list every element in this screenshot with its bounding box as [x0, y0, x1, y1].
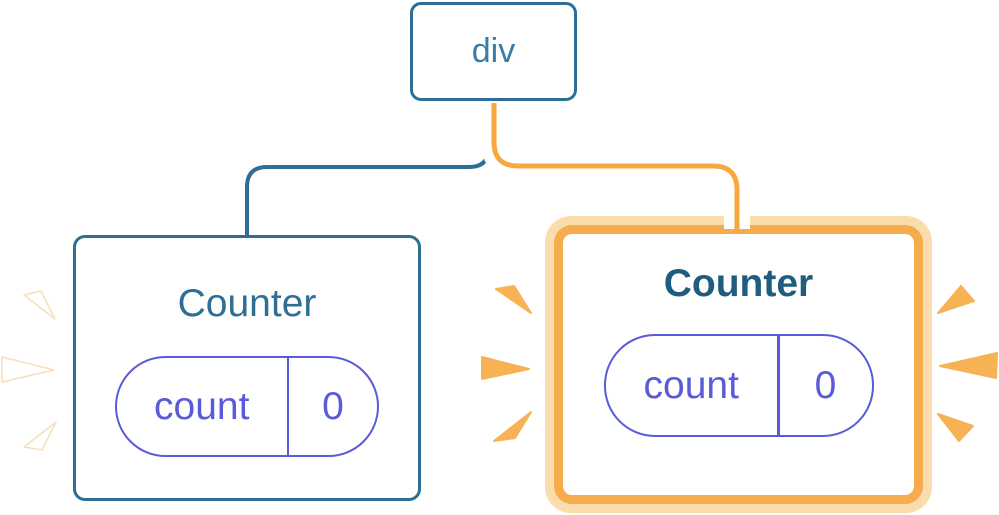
burst-icon	[23, 290, 56, 320]
root-node: div	[410, 2, 577, 101]
connector-right-child	[491, 103, 740, 233]
burst-marks-left-counter	[1, 290, 57, 451]
state-pill: count 0	[115, 356, 379, 457]
state-key: count	[154, 384, 250, 428]
burst-icon	[937, 285, 975, 314]
state-pill: count 0	[603, 334, 874, 437]
state-key: count	[643, 363, 739, 407]
burst-icon	[23, 421, 57, 451]
counter-card-left: Counter count 0	[73, 235, 421, 501]
burst-marks-right-counter-left	[481, 285, 532, 442]
state-pill-divider	[777, 336, 780, 435]
root-node-label: div	[471, 32, 516, 70]
burst-icon	[1, 356, 55, 383]
burst-icon	[495, 285, 532, 314]
counter-title: Counter	[663, 262, 814, 305]
state-value: 0	[814, 363, 837, 407]
state-pill-divider	[286, 358, 289, 455]
burst-icon	[481, 356, 530, 380]
burst-icon	[939, 352, 998, 379]
burst-icon	[937, 413, 974, 442]
burst-icon	[493, 411, 532, 442]
counter-title: Counter	[177, 282, 317, 325]
burst-marks-right-counter-right	[937, 285, 998, 442]
state-value: 0	[322, 384, 344, 428]
connector-left-child	[245, 103, 491, 237]
